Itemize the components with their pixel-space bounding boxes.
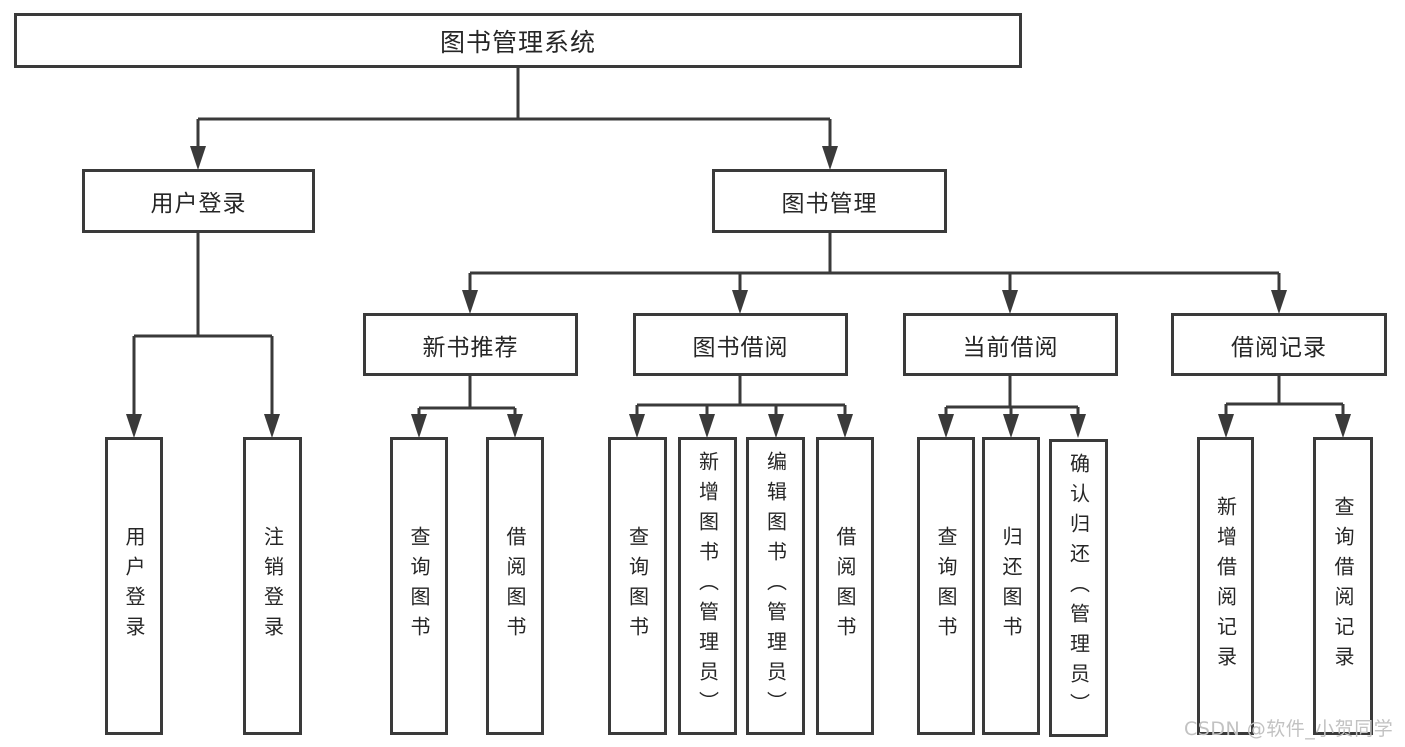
node-bb-borrow-book-label: 借阅图书 (833, 526, 857, 646)
node-cb-confirm-return-admin: 确认归还（管理员） (1049, 439, 1108, 737)
node-ul-logout: 注销登录 (243, 437, 302, 735)
node-book-management-label: 图书管理 (781, 191, 878, 217)
node-cb-confirm-return-admin-label: 确认归还（管理员） (1066, 453, 1091, 723)
node-user-login-label: 用户登录 (150, 191, 247, 217)
node-borrow-record: 借阅记录 (1171, 313, 1387, 376)
node-cb-query-book: 查询图书 (917, 437, 975, 735)
node-nb-borrow-book: 借阅图书 (486, 437, 544, 735)
node-book-borrow-label: 图书借阅 (692, 334, 789, 361)
node-nb-query-book: 查询图书 (390, 437, 448, 735)
node-br-add-record: 新增借阅记录 (1197, 437, 1254, 735)
node-bb-query-book-label: 查询图书 (625, 526, 650, 646)
node-bb-query-book: 查询图书 (608, 437, 667, 735)
node-new-book-recommend-label: 新书推荐 (422, 334, 519, 361)
node-bb-edit-book-admin-label: 编辑图书（管理员） (763, 451, 788, 721)
node-cb-return-book: 归还图书 (982, 437, 1040, 735)
csdn-watermark: CSDN @软件_小贺同学 (1184, 718, 1394, 740)
node-nb-query-book-label: 查询图书 (407, 526, 431, 646)
node-br-add-record-label: 新增借阅记录 (1213, 496, 1238, 676)
node-ul-user-login-label: 用户登录 (122, 526, 146, 646)
node-current-borrow-label: 当前借阅 (962, 334, 1059, 361)
node-bb-add-book-admin-label: 新增图书（管理员） (695, 451, 720, 721)
node-br-query-record-label: 查询借阅记录 (1331, 496, 1355, 676)
node-book-management: 图书管理 (712, 169, 947, 233)
node-current-borrow: 当前借阅 (903, 313, 1118, 376)
node-nb-borrow-book-label: 借阅图书 (503, 526, 527, 646)
node-bb-edit-book-admin: 编辑图书（管理员） (746, 437, 805, 735)
node-book-borrow: 图书借阅 (633, 313, 848, 376)
node-root-label: 图书管理系统 (439, 27, 596, 57)
node-user-login: 用户登录 (82, 169, 315, 233)
node-cb-query-book-label: 查询图书 (934, 526, 958, 646)
node-bb-borrow-book: 借阅图书 (816, 437, 874, 735)
node-root: 图书管理系统 (14, 13, 1022, 68)
node-ul-logout-label: 注销登录 (260, 526, 285, 646)
node-bb-add-book-admin: 新增图书（管理员） (678, 437, 737, 735)
node-br-query-record: 查询借阅记录 (1313, 437, 1373, 735)
node-borrow-record-label: 借阅记录 (1231, 334, 1327, 361)
node-cb-return-book-label: 归还图书 (999, 526, 1023, 646)
node-ul-user-login: 用户登录 (105, 437, 163, 735)
node-new-book-recommend: 新书推荐 (363, 313, 578, 376)
